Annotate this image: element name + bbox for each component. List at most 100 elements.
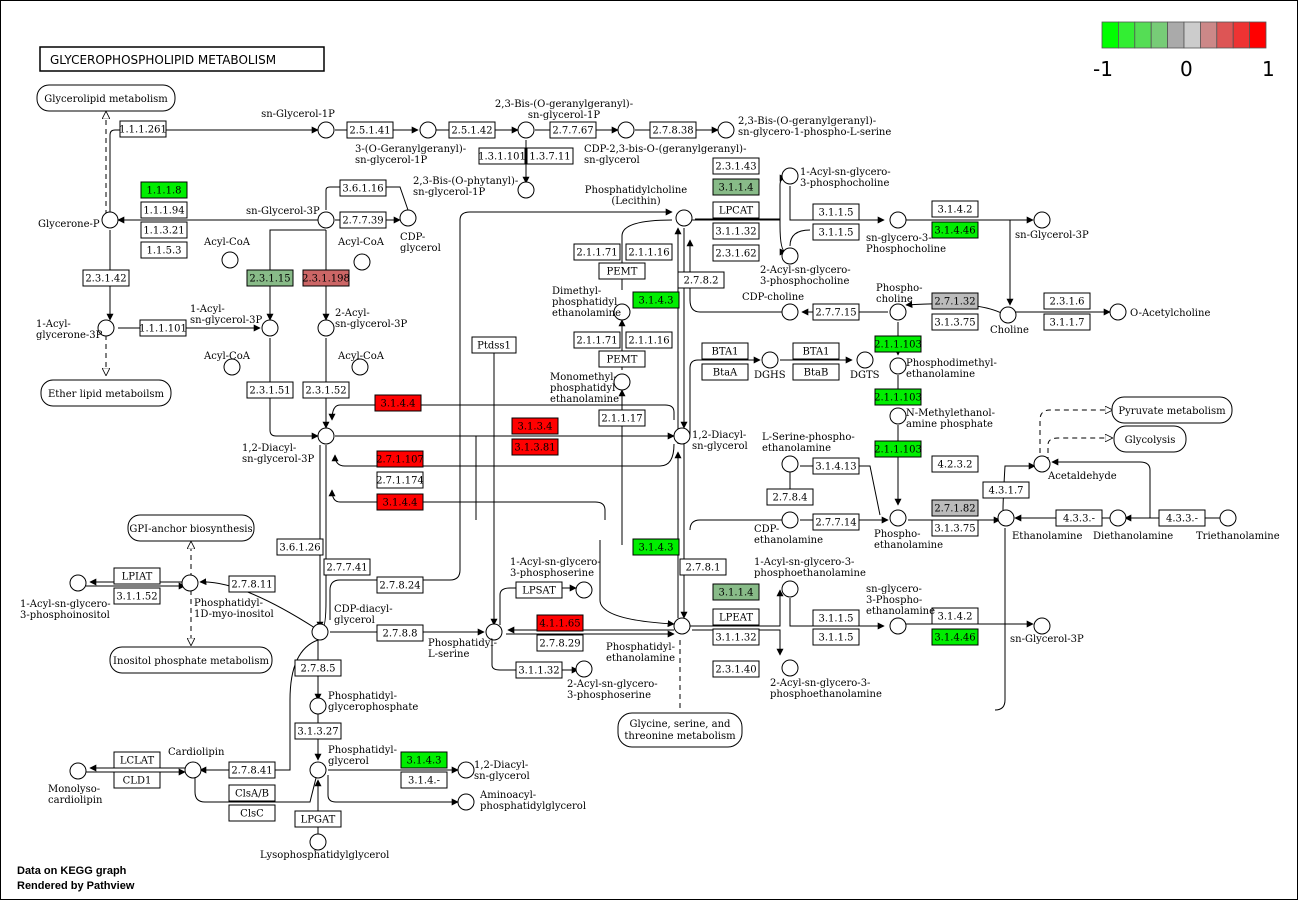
- enzyme-box[interactable]: 3.1.1.4: [712, 178, 760, 196]
- enzyme-box[interactable]: 3.1.1.52: [113, 587, 161, 605]
- enzyme-box[interactable]: Ptdss1: [471, 336, 517, 354]
- compound-node[interactable]: [69, 762, 87, 780]
- compound-node[interactable]: [889, 357, 907, 375]
- compound-node[interactable]: [997, 509, 1015, 527]
- enzyme-box[interactable]: 2.1.1.71: [573, 331, 621, 349]
- enzyme-box[interactable]: 4.3.3.-: [1055, 509, 1103, 527]
- compound-node[interactable]: [181, 574, 199, 592]
- compound-node[interactable]: [1033, 455, 1051, 473]
- compound-node[interactable]: [485, 623, 503, 641]
- compound-node[interactable]: [69, 574, 87, 592]
- compound-node[interactable]: [1109, 303, 1127, 321]
- compound-node[interactable]: [613, 373, 631, 391]
- enzyme-box[interactable]: 1.1.5.3: [140, 241, 188, 259]
- compound-node[interactable]: [673, 617, 691, 635]
- compound-node[interactable]: [184, 761, 202, 779]
- enzyme-box[interactable]: 2.7.8.41: [228, 761, 276, 779]
- enzyme-box[interactable]: 1.3.7.11: [526, 147, 574, 165]
- enzyme-box[interactable]: 2.7.1.82: [931, 499, 979, 517]
- compound-node[interactable]: [575, 581, 593, 599]
- compound-node[interactable]: [309, 697, 327, 715]
- enzyme-box[interactable]: 2.7.7.41: [323, 558, 371, 576]
- compound-node[interactable]: [889, 211, 907, 229]
- enzyme-box[interactable]: 3.1.1.5: [812, 223, 860, 241]
- map-link-box[interactable]: Glycerolipid metabolism: [36, 84, 176, 112]
- enzyme-box[interactable]: ClsC: [228, 804, 276, 822]
- enzyme-box[interactable]: 2.1.1.103: [874, 440, 922, 458]
- enzyme-box[interactable]: LPGAT: [294, 810, 342, 828]
- enzyme-box[interactable]: 2.7.7.39: [339, 211, 387, 229]
- enzyme-box[interactable]: 4.3.3.-: [1158, 509, 1206, 527]
- compound-node[interactable]: [221, 251, 239, 269]
- enzyme-box[interactable]: PEMT: [598, 262, 646, 280]
- enzyme-box[interactable]: 3.1.1.4: [712, 583, 760, 601]
- enzyme-box[interactable]: 2.7.7.14: [812, 513, 860, 531]
- compound-node[interactable]: [317, 211, 335, 229]
- compound-node[interactable]: [1033, 617, 1051, 635]
- enzyme-box[interactable]: 3.1.4.13: [812, 457, 860, 475]
- enzyme-box[interactable]: 3.6.1.16: [339, 179, 387, 197]
- compound-node[interactable]: [317, 121, 335, 139]
- compound-node[interactable]: [575, 660, 593, 678]
- enzyme-box[interactable]: 3.1.4.4: [376, 493, 424, 511]
- compound-node[interactable]: [457, 793, 475, 811]
- enzyme-box[interactable]: 2.7.1.174: [376, 471, 424, 489]
- enzyme-box[interactable]: 3.1.3.81: [511, 438, 559, 456]
- enzyme-box[interactable]: 3.1.3.4: [511, 417, 559, 435]
- enzyme-box[interactable]: 2.3.1.40: [712, 660, 760, 678]
- compound-node[interactable]: [457, 761, 475, 779]
- enzyme-box[interactable]: 2.3.1.51: [246, 381, 294, 399]
- enzyme-box[interactable]: 1.1.1.8: [140, 181, 188, 199]
- enzyme-box[interactable]: 2.5.1.41: [346, 121, 394, 139]
- compound-node[interactable]: [781, 511, 799, 529]
- enzyme-box[interactable]: 2.7.1.107: [376, 450, 424, 468]
- enzyme-box[interactable]: 3.1.4.2: [931, 200, 979, 218]
- enzyme-box[interactable]: 2.7.8.2: [677, 271, 725, 289]
- compound-node[interactable]: [353, 253, 371, 271]
- compound-node[interactable]: [889, 509, 907, 527]
- compound-node[interactable]: [1219, 509, 1237, 527]
- map-link-box[interactable]: GPI-anchor biosynthesis: [127, 514, 255, 542]
- enzyme-box[interactable]: 2.7.7.15: [812, 303, 860, 321]
- map-link-box[interactable]: Inositol phosphate metabolism: [109, 646, 273, 674]
- enzyme-box[interactable]: LPSAT: [515, 581, 563, 599]
- enzyme-box[interactable]: 3.1.4.4: [374, 394, 422, 412]
- enzyme-box[interactable]: 3.1.1.5: [812, 609, 860, 627]
- compound-node[interactable]: [1109, 509, 1127, 527]
- enzyme-box[interactable]: 2.7.8.8: [376, 624, 424, 642]
- enzyme-box[interactable]: 1.1.1.261: [119, 120, 167, 138]
- enzyme-box[interactable]: 4.2.3.2: [931, 455, 979, 473]
- enzyme-box[interactable]: BTA1: [701, 342, 749, 360]
- compound-node[interactable]: [889, 407, 907, 425]
- enzyme-box[interactable]: 2.3.1.43: [712, 157, 760, 175]
- enzyme-box[interactable]: 2.1.1.71: [573, 243, 621, 261]
- enzyme-box[interactable]: 3.1.1.32: [712, 628, 760, 646]
- compound-node[interactable]: [889, 617, 907, 635]
- compound-node[interactable]: [889, 303, 907, 321]
- enzyme-box[interactable]: 3.1.4.3: [632, 291, 680, 309]
- enzyme-box[interactable]: 2.1.1.16: [625, 331, 673, 349]
- enzyme-box[interactable]: 3.1.3.75: [931, 519, 979, 537]
- compound-node[interactable]: [317, 319, 335, 337]
- enzyme-box[interactable]: 2.7.8.5: [294, 659, 342, 677]
- compound-node[interactable]: [1033, 211, 1051, 229]
- enzyme-box[interactable]: 3.1.4.3: [400, 751, 448, 769]
- enzyme-box[interactable]: 1.1.1.101: [139, 319, 187, 337]
- enzyme-box[interactable]: 3.1.3.27: [294, 722, 342, 740]
- compound-node[interactable]: [781, 247, 799, 265]
- compound-node[interactable]: [761, 351, 779, 369]
- compound-node[interactable]: [717, 121, 735, 139]
- compound-node[interactable]: [675, 209, 693, 227]
- compound-node[interactable]: [617, 121, 635, 139]
- enzyme-box[interactable]: 2.5.1.42: [448, 121, 496, 139]
- enzyme-box[interactable]: 4.3.1.7: [982, 481, 1030, 499]
- enzyme-box[interactable]: 1.3.1.101: [478, 147, 526, 165]
- compound-node[interactable]: [309, 761, 327, 779]
- enzyme-box[interactable]: 3.1.4.2: [931, 607, 979, 625]
- enzyme-box[interactable]: 3.1.1.5: [812, 628, 860, 646]
- compound-node[interactable]: [613, 303, 631, 321]
- enzyme-box[interactable]: 2.7.8.24: [376, 576, 424, 594]
- enzyme-box[interactable]: 2.3.1.198: [302, 269, 350, 287]
- enzyme-box[interactable]: 3.1.4.46: [931, 628, 979, 646]
- enzyme-box[interactable]: 3.1.1.5: [812, 203, 860, 221]
